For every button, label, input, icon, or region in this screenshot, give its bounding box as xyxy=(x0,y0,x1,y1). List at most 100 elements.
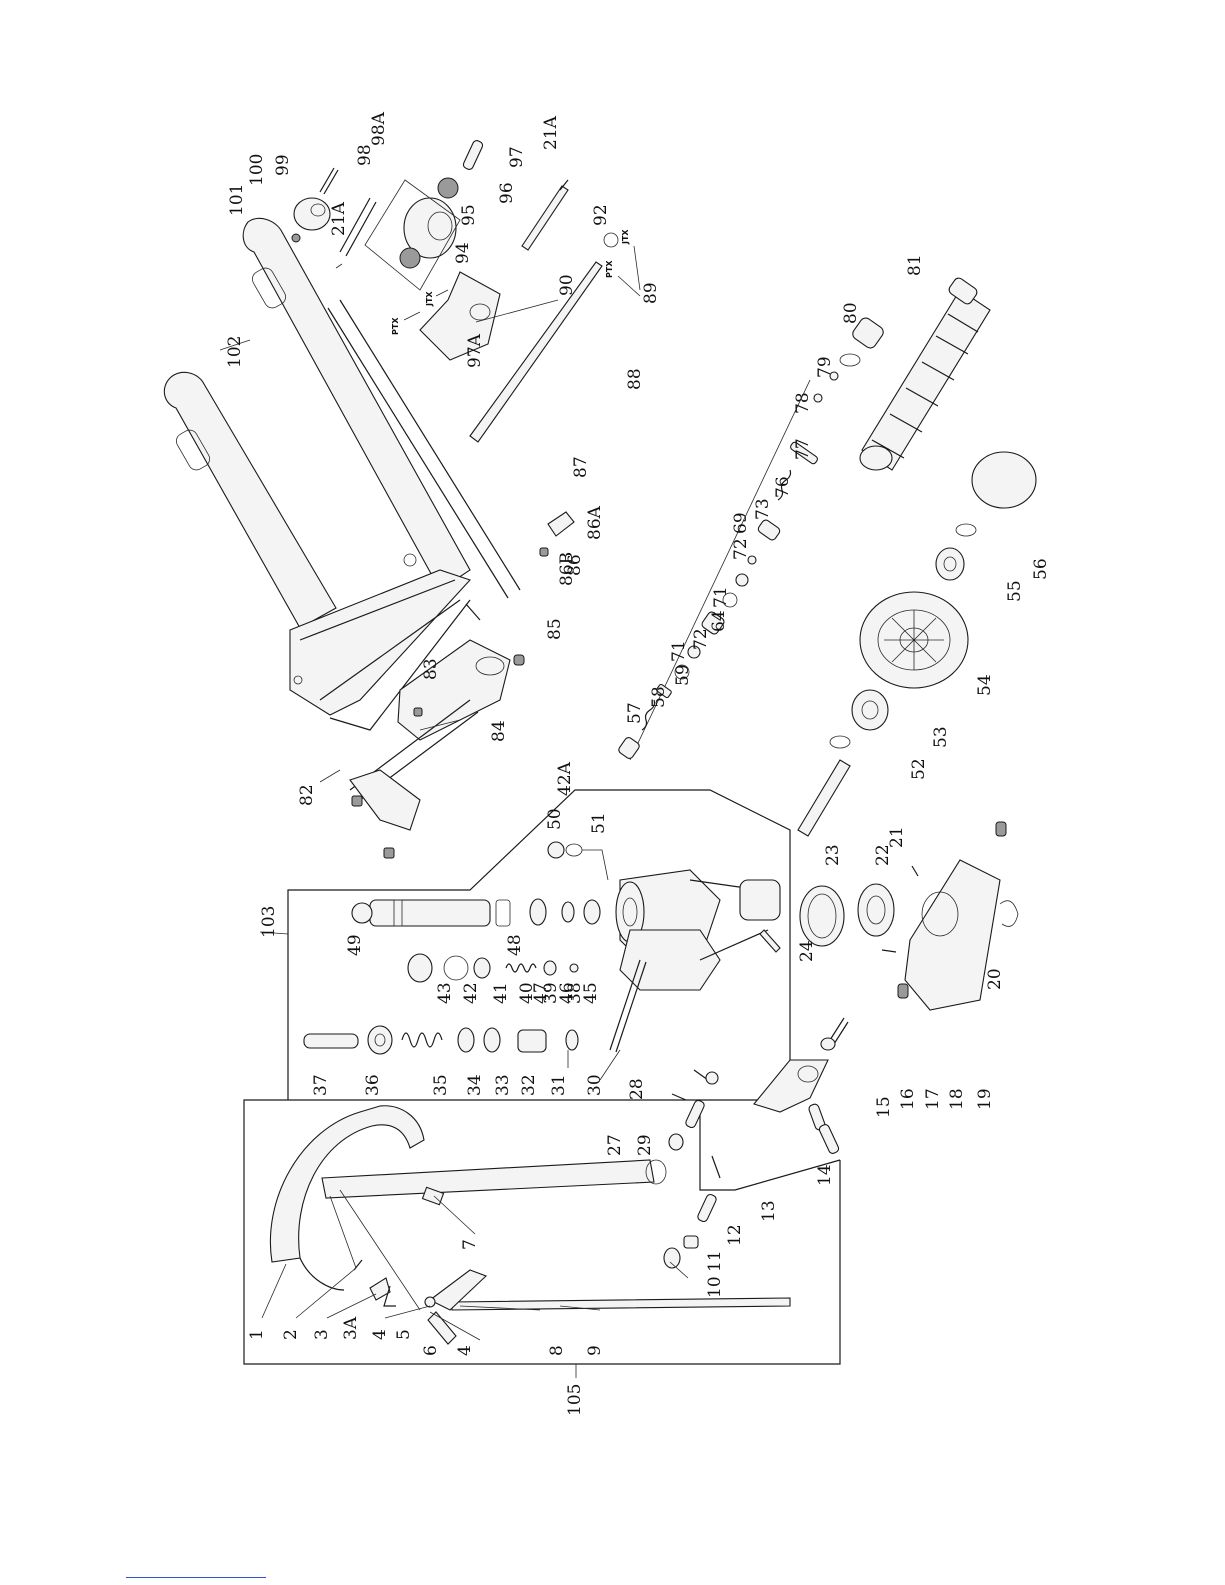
callout-14: 14 xyxy=(815,1164,835,1186)
hydraulic-cylinder xyxy=(859,277,991,471)
callout-80: 80 xyxy=(841,302,861,324)
callout-72: 72 xyxy=(691,628,711,650)
callout-99: 99 xyxy=(273,154,293,176)
callout-98: 98 xyxy=(355,144,375,166)
callout-90: 90 xyxy=(557,274,577,296)
callout-1: 1 xyxy=(247,1329,267,1340)
fork-roller xyxy=(291,167,377,269)
callout-36: 36 xyxy=(363,1074,383,1096)
callout-2: 2 xyxy=(281,1329,301,1340)
callout-85: 85 xyxy=(545,618,565,640)
callout-15: 15 xyxy=(874,1096,894,1118)
callout-21a: 21A xyxy=(329,201,349,236)
callout-82: 82 xyxy=(297,784,317,806)
callout-53: 53 xyxy=(931,726,951,748)
callout-84: 84 xyxy=(489,720,509,742)
callout-92: 92 xyxy=(591,204,611,226)
callout-28: 28 xyxy=(627,1078,647,1100)
callout-13: 13 xyxy=(759,1200,779,1222)
callout-89: 89 xyxy=(641,282,661,304)
callout-38: 38 xyxy=(565,982,585,1004)
callout-52: 52 xyxy=(909,758,929,780)
callout-8: 8 xyxy=(547,1345,567,1356)
callout-21: 21 xyxy=(887,826,907,848)
jtx-tag-upper: JTX xyxy=(425,291,434,307)
callout-58: 58 xyxy=(649,686,669,708)
ptx-tag-upper: PTX xyxy=(391,317,400,335)
callout-5: 5 xyxy=(394,1329,414,1340)
jtx-tag-lower: JTX xyxy=(621,229,630,245)
callout-51: 51 xyxy=(589,812,609,834)
lever-assembly xyxy=(753,1017,849,1131)
callout-72: 72 xyxy=(731,538,751,560)
callout-6: 6 xyxy=(421,1345,441,1356)
callout-88: 88 xyxy=(625,368,645,390)
valve-parts xyxy=(618,317,884,761)
callout-41: 41 xyxy=(491,982,511,1004)
callout-30: 30 xyxy=(585,1074,605,1096)
ptx-tag-lower: PTX xyxy=(605,260,614,278)
callout-97: 97 xyxy=(507,146,527,168)
callout-29: 29 xyxy=(635,1134,655,1156)
callout-86: 86 xyxy=(565,554,585,576)
callout-79: 79 xyxy=(815,356,835,378)
callout-48: 48 xyxy=(505,934,525,956)
callout-73: 73 xyxy=(753,498,773,520)
callout-9: 9 xyxy=(585,1345,605,1356)
callout-83: 83 xyxy=(421,658,441,680)
callout-71: 71 xyxy=(711,586,731,608)
upper-shafts xyxy=(469,179,603,443)
callout-4: 4 xyxy=(370,1329,390,1340)
callout-69: 69 xyxy=(731,512,751,534)
callout-78: 78 xyxy=(793,392,813,414)
callout-4: 4 xyxy=(455,1345,475,1356)
callout-46: 46 xyxy=(557,982,577,1004)
callout-35: 35 xyxy=(431,1074,451,1096)
fork-frame xyxy=(163,217,521,731)
callout-16: 16 xyxy=(898,1088,918,1110)
roller-bracket xyxy=(364,140,619,361)
callout-24: 24 xyxy=(797,940,817,962)
callout-47: 47 xyxy=(531,982,551,1004)
callout-23: 23 xyxy=(823,844,843,866)
callout-56: 56 xyxy=(1031,558,1051,580)
callout-18: 18 xyxy=(947,1088,967,1110)
callout-45: 45 xyxy=(581,982,601,1004)
callout-77: 77 xyxy=(793,438,813,460)
callout-57: 57 xyxy=(625,702,645,724)
callout-20: 20 xyxy=(985,968,1005,990)
callout-86b: 86B xyxy=(557,552,577,586)
callout-42a: 42A xyxy=(555,761,575,796)
callout-95: 95 xyxy=(459,204,479,226)
callout-37: 37 xyxy=(311,1074,331,1096)
callout-97a: 97A xyxy=(465,333,485,368)
handle-boundary xyxy=(243,1099,841,1365)
pump-unit-boundary xyxy=(287,789,841,1191)
callout-87: 87 xyxy=(571,456,591,478)
callout-64: 64 xyxy=(709,610,729,632)
callout-12: 12 xyxy=(725,1224,745,1246)
callout-96: 96 xyxy=(497,182,517,204)
callout-31: 31 xyxy=(549,1074,569,1096)
pump-piston-parts xyxy=(303,953,647,1055)
callout-11: 11 xyxy=(705,1250,725,1272)
callout-50: 50 xyxy=(545,808,565,830)
callout-27: 27 xyxy=(605,1134,625,1156)
callout-105: 105 xyxy=(565,1384,585,1416)
callout-54: 54 xyxy=(975,674,995,696)
callout-22: 22 xyxy=(873,844,893,866)
callout-40: 40 xyxy=(517,982,537,1004)
callout-33: 33 xyxy=(493,1074,513,1096)
callout-55: 55 xyxy=(1005,580,1025,602)
callout-32: 32 xyxy=(519,1074,539,1096)
pump-body xyxy=(351,841,781,991)
callout-98a: 98A xyxy=(369,111,389,146)
callout-76: 76 xyxy=(773,476,793,498)
callout-102: 102 xyxy=(225,336,245,368)
callout-34: 34 xyxy=(465,1074,485,1096)
callout-101: 101 xyxy=(227,184,247,216)
callout-10: 10 xyxy=(705,1276,725,1298)
